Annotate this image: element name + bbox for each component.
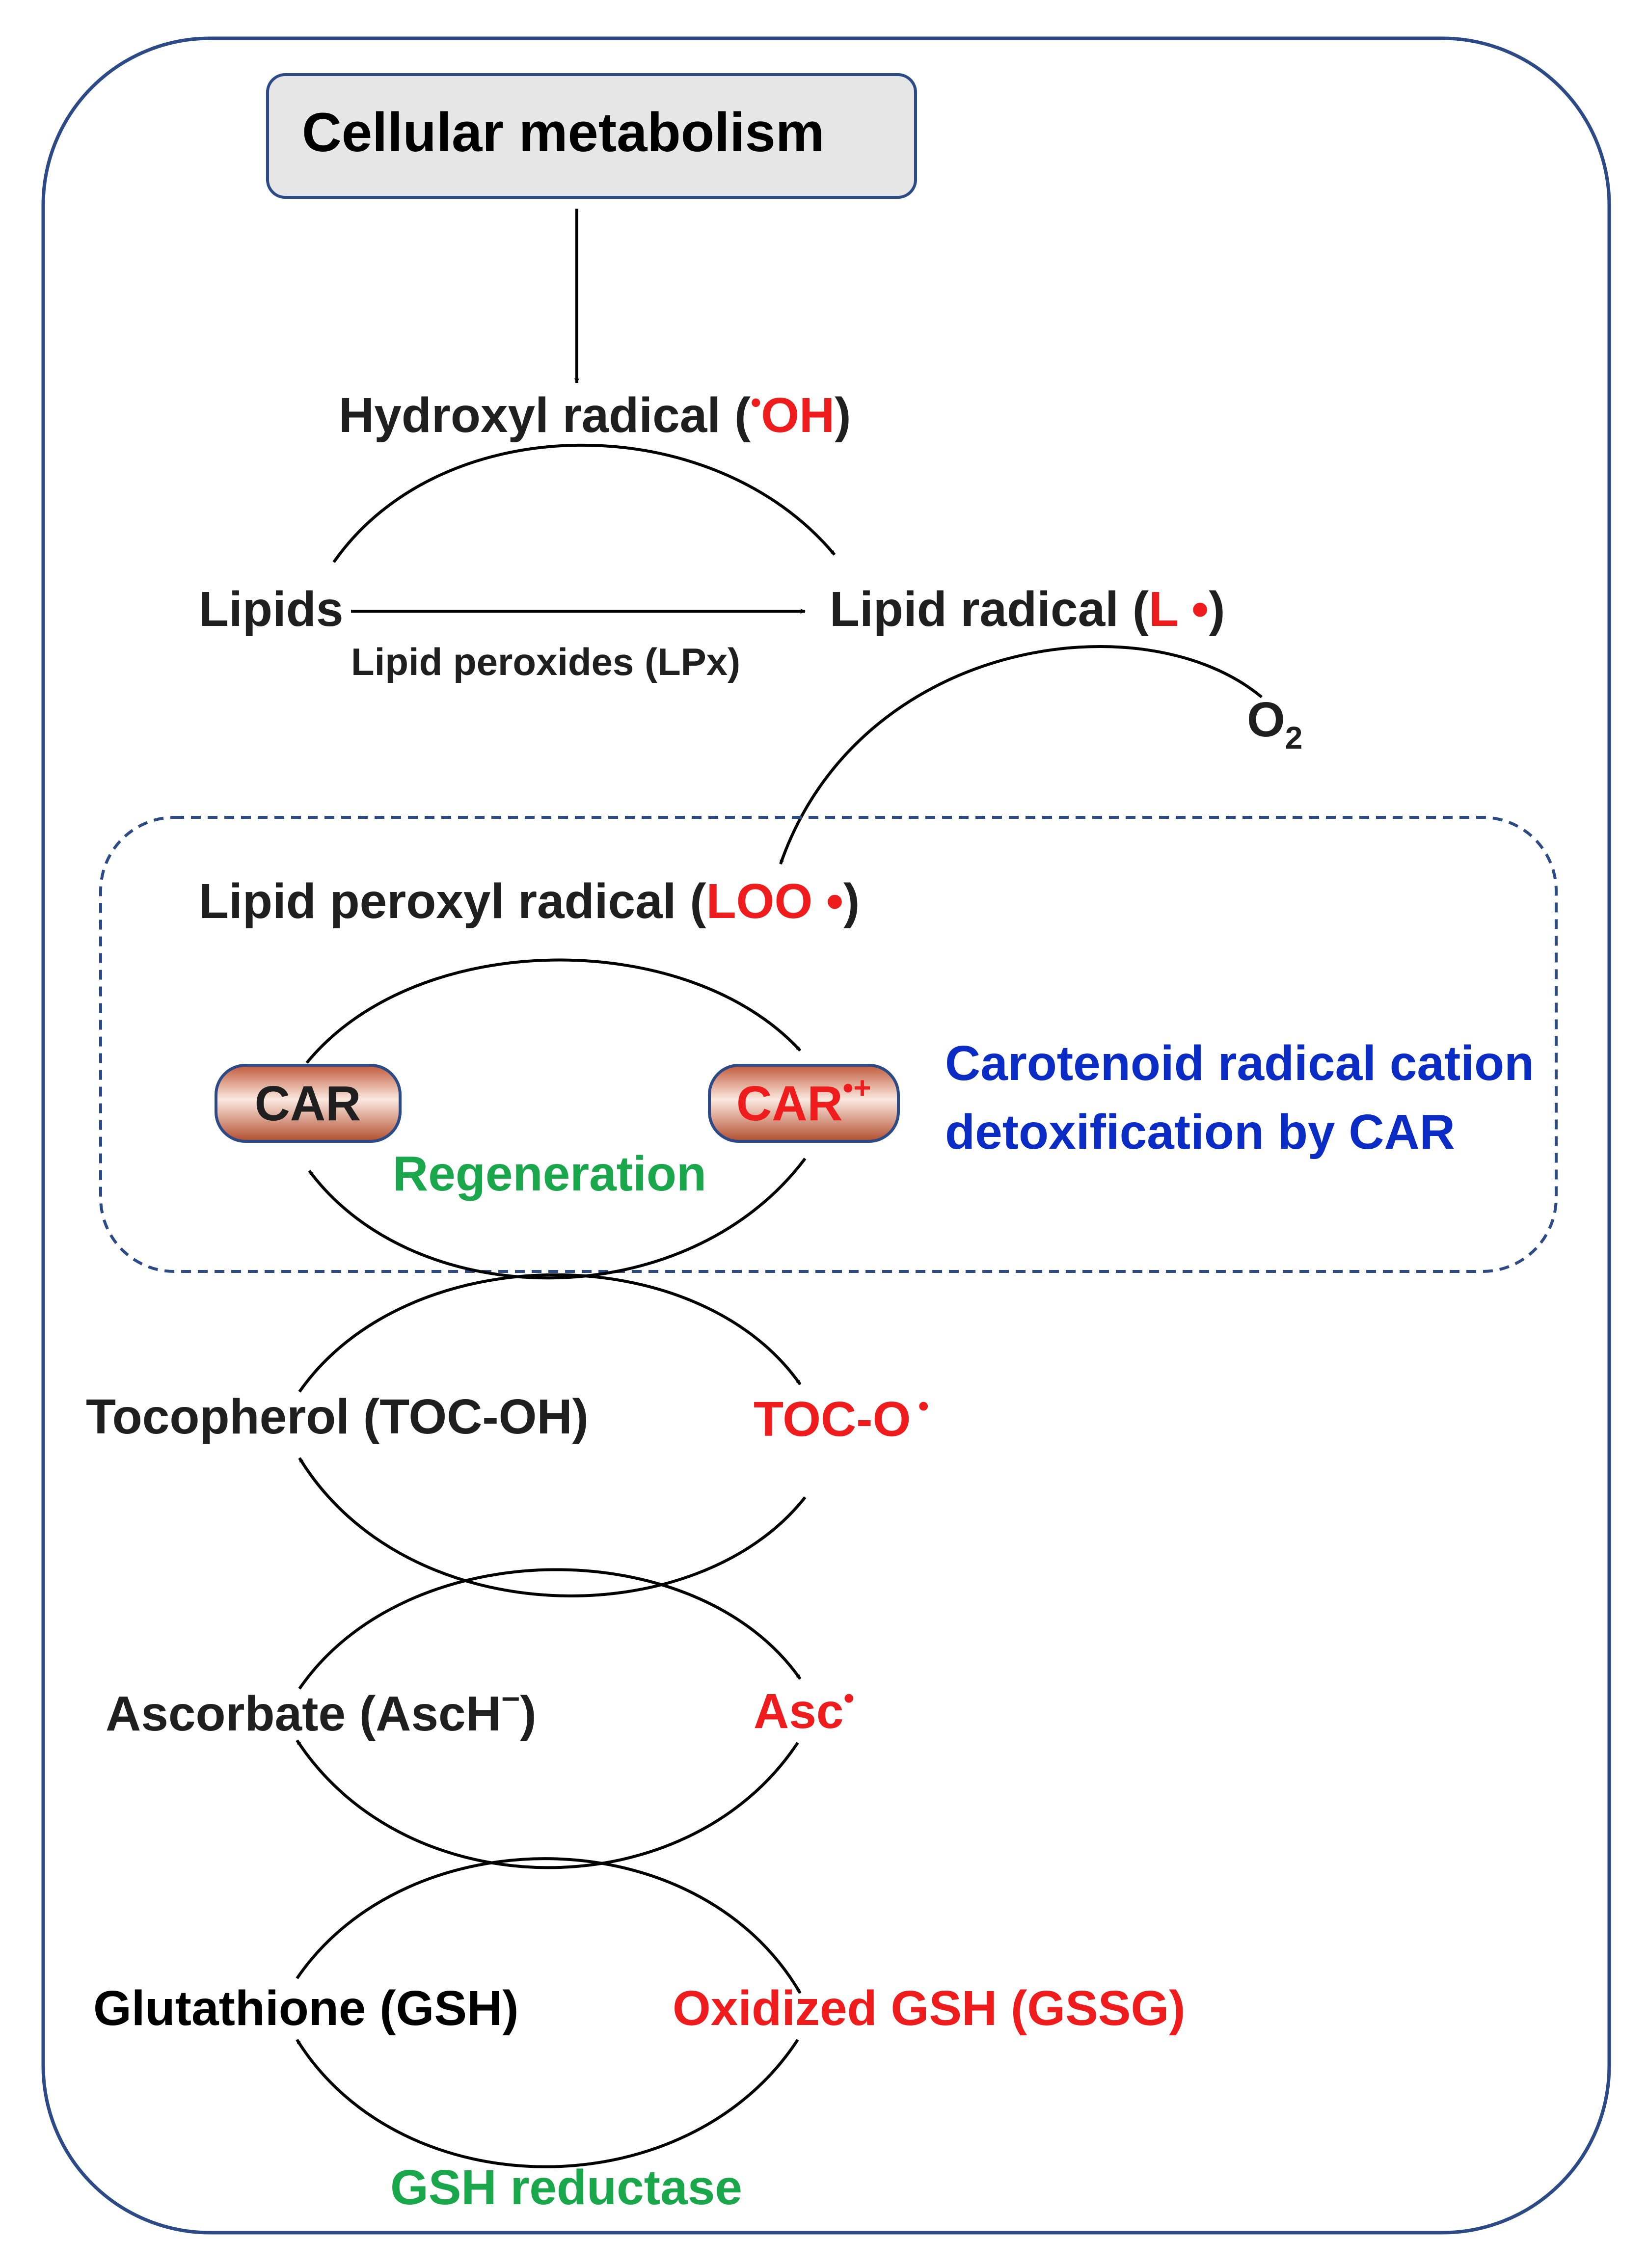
lipid-radical-label: Lipid radical (L •)	[830, 582, 1225, 637]
car-regeneration-arc	[308, 1158, 807, 1280]
ascorbate-forward-arc	[298, 1568, 802, 1690]
car-region	[99, 816, 1558, 1273]
glutathione-label: Glutathione (GSH)	[93, 1981, 519, 2036]
tocopherol-forward-arc	[298, 1273, 802, 1393]
header-box	[266, 73, 917, 199]
tocopherol-radical-label: TOC-O•	[754, 1389, 929, 1447]
ascorbate-label: Ascorbate (AscH−)	[106, 1680, 537, 1741]
car-label: CAR	[255, 1076, 361, 1131]
car-note-line2: detoxification by CAR	[945, 1105, 1455, 1160]
car-note-line1: Carotenoid radical cation	[945, 1036, 1534, 1091]
tocopherol-return-arc	[298, 1457, 807, 1597]
car-capsule	[215, 1064, 402, 1143]
regeneration-label: Regeneration	[393, 1146, 706, 1201]
lipid-peroxides-label: Lipid peroxides (LPx)	[351, 640, 740, 683]
oxygen-label: O2	[1247, 692, 1302, 756]
car-cation-capsule	[708, 1064, 900, 1143]
ascorbate-return-arc	[296, 1739, 799, 1869]
peroxyl-label: Lipid peroxyl radical (LOO •)	[199, 874, 860, 929]
car-cation-label: CAR•+	[736, 1071, 871, 1131]
outer-frame	[41, 36, 1611, 2235]
ascorbate-radical-label: Asc•	[754, 1681, 854, 1739]
hydroxyl-arc	[332, 443, 836, 563]
hydroxyl-label: Hydroxyl radical (•OH)	[339, 386, 851, 443]
oxidized-glutathione-label: Oxidized GSH (GSSG)	[673, 1981, 1186, 2036]
tocopherol-label: Tocopherol (TOC-OH)	[86, 1389, 589, 1444]
oxygen-arc	[779, 645, 1263, 864]
glutathione-forward-arc	[296, 1857, 802, 1994]
lipids-label: Lipids	[199, 582, 343, 637]
gsh-reductase-label: GSH reductase	[390, 2160, 742, 2215]
glutathione-return-arc	[296, 2039, 799, 2168]
car-forward-arc	[305, 958, 802, 1064]
header-title: Cellular metabolism	[302, 102, 824, 163]
